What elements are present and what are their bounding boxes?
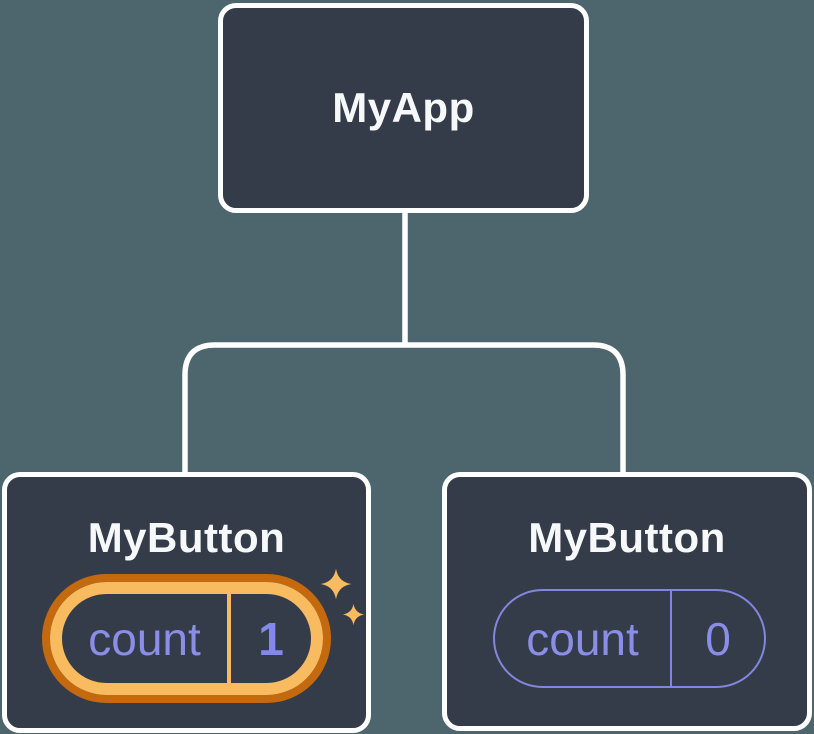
component-node-myapp: MyApp — [218, 3, 589, 213]
state-name-label: count — [88, 612, 201, 665]
state-value: 0 — [705, 612, 731, 665]
sparkle-icon-small — [341, 602, 366, 627]
connector-branch — [182, 342, 626, 476]
pill-divider — [227, 594, 231, 683]
state-pill-highlighted: count 1 — [50, 582, 323, 695]
state-name-label: count — [526, 612, 639, 665]
sparkle-icon-large — [318, 566, 354, 602]
component-node-mybutton-highlighted: MyButton count 1 — [2, 472, 371, 733]
state-pill-normal: count 0 — [493, 589, 766, 688]
node-title-mybutton-left: MyButton — [87, 514, 286, 561]
pill-divider — [670, 591, 672, 686]
component-node-mybutton-normal: MyButton count 0 — [442, 472, 812, 731]
state-value: 1 — [258, 612, 284, 665]
node-title-myapp: MyApp — [332, 84, 475, 131]
node-title-mybutton-right: MyButton — [528, 514, 726, 561]
